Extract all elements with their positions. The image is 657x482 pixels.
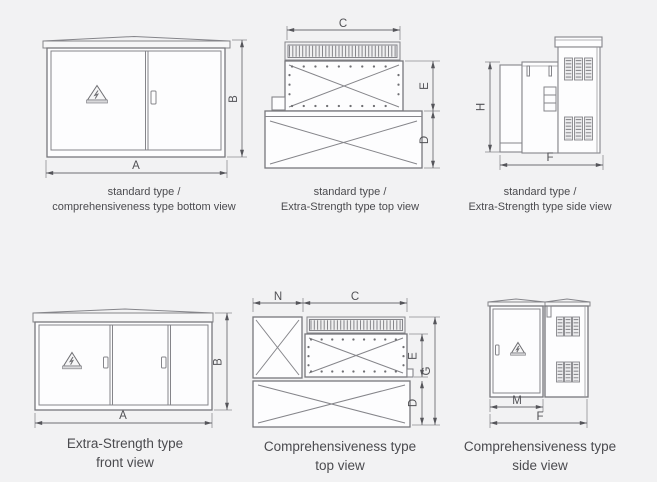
caption-line: Extra-Strength type side view: [468, 201, 612, 214]
dim-label-B: B: [228, 95, 240, 103]
dimension-D: D: [419, 111, 440, 169]
view-comprehensive-top: N C: [252, 291, 440, 428]
dimension-F: F: [489, 399, 588, 428]
dim-label-A: A: [132, 160, 140, 172]
door-handle: [150, 90, 157, 105]
dim-label-C: C: [351, 291, 359, 303]
caption-standard-side: standard type / Extra-Strength type side…: [390, 185, 657, 216]
dimension-M: M: [489, 395, 544, 412]
dim-label-D: D: [408, 399, 420, 407]
side-bracket: [271, 96, 286, 111]
cabinet-roof: [32, 308, 214, 323]
caption-line: standard type /: [107, 186, 181, 198]
dim-label-G: G: [421, 366, 433, 375]
dimension-N: N: [252, 291, 304, 312]
view-standard-side: H: [476, 36, 604, 170]
dimension-E: E: [405, 60, 440, 112]
dimension-A: A: [34, 410, 213, 428]
riveted-cover-panel: [271, 60, 404, 112]
caption-line: Comprehensiveness type: [263, 439, 417, 454]
caption-line: Comprehensiveness type: [463, 439, 617, 454]
dim-label-C: C: [339, 18, 347, 30]
dimension-A: A: [45, 160, 228, 178]
caption-line: top view: [315, 458, 365, 474]
vent-cabinet: [544, 298, 591, 398]
dim-label-D: D: [419, 136, 431, 144]
caption-comprehensive-side: Comprehensiveness type side view: [390, 437, 657, 475]
cabinet-body: [34, 321, 213, 411]
caption-line: front view: [96, 455, 154, 471]
door-handle: [161, 356, 167, 369]
dim-label-E: E: [408, 352, 420, 360]
dimension-B: B: [227, 39, 247, 158]
dim-label-H: H: [476, 103, 488, 111]
view-comprehensive-side: M F: [487, 298, 591, 428]
base-box: [252, 380, 411, 428]
caption-line: Extra-Strength type top view: [280, 201, 420, 214]
louver-vents-top: [556, 316, 580, 337]
dimension-F: F: [499, 152, 604, 170]
caption-line: Extra-Strength type: [66, 436, 184, 451]
view-standard-bottom: B A: [42, 35, 247, 178]
caption-standard-top: standard type / Extra-Strength type top …: [200, 185, 500, 216]
cooling-fin-grille: [284, 41, 401, 61]
caption-line: side view: [512, 458, 568, 474]
louver-vents-bottom: [556, 361, 580, 383]
caption-line: standard type /: [503, 186, 577, 198]
louver-vents-bottom: [564, 116, 593, 141]
high-voltage-warning-icon: [62, 351, 82, 370]
dimension-H: H: [476, 61, 500, 153]
door-cabinet: [487, 298, 546, 398]
vent-tower: [554, 36, 603, 154]
caption-comprehensive-top: Comprehensiveness type top view: [190, 437, 490, 475]
dim-label-E: E: [419, 82, 431, 90]
dimension-G: G: [409, 316, 440, 425]
dimension-E: E: [408, 333, 428, 378]
caption-line: standard type /: [313, 186, 387, 198]
hinge-slot: [546, 305, 552, 318]
side-low-box: [499, 64, 523, 153]
dim-label-A: A: [119, 410, 127, 422]
cooling-fin-grille: [306, 316, 406, 334]
riveted-cover-panel: [304, 333, 414, 378]
caption-line: comprehensiveness type bottom view: [52, 201, 236, 214]
dim-label-B: B: [213, 358, 225, 366]
cabinet-body: [46, 47, 226, 158]
caption-extra-front: Extra-Strength type front view: [0, 434, 275, 472]
door-handle: [495, 344, 500, 356]
louver-vents-top: [564, 57, 593, 81]
high-voltage-warning-icon: [86, 84, 108, 104]
dimension-B: B: [213, 312, 232, 411]
left-compartment-box: [252, 316, 303, 379]
side-middle-box: [521, 61, 559, 154]
dim-label-F: F: [536, 411, 543, 423]
cabinet-roof: [42, 35, 231, 49]
hinge-stack: [543, 86, 557, 112]
dim-label-M: M: [512, 395, 522, 407]
door-handle: [103, 356, 109, 369]
view-extra-front: B A: [32, 308, 232, 428]
base-box: [264, 110, 423, 169]
caption-standard-bottom: standard type / comprehensiveness type b…: [0, 185, 294, 216]
dimension-C: C: [286, 18, 401, 40]
dim-label-N: N: [274, 291, 282, 303]
side-bracket: [406, 368, 414, 378]
dim-label-F: F: [546, 152, 553, 164]
dimension-C: C: [303, 291, 408, 312]
high-voltage-warning-icon: [510, 341, 526, 356]
view-standard-top: C E: [264, 18, 440, 169]
